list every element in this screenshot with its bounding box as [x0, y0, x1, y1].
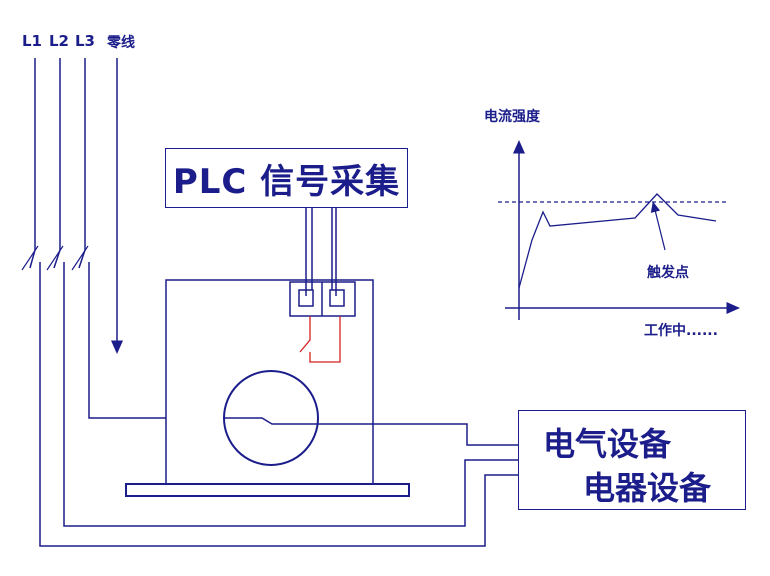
- current-graph: [498, 140, 740, 320]
- trigger-point-label: 触发点: [647, 265, 689, 281]
- wire-break-marks: [21, 245, 89, 271]
- l2-wire: [53, 58, 518, 527]
- plc-box-text: PLC 信号采集: [172, 161, 401, 202]
- l3-label: L3: [75, 32, 95, 50]
- electrical-equipment-box: 电气设备 电器设备: [518, 410, 746, 510]
- device-label-2: 电器设备: [583, 469, 712, 507]
- l2-label: L2: [49, 32, 69, 50]
- relay-contact: [299, 316, 341, 363]
- terminal-left: [298, 289, 314, 307]
- transformer-base: [125, 483, 410, 497]
- neutral-label: 零线: [107, 35, 135, 51]
- plc-signal-box: PLC 信号采集: [165, 148, 408, 208]
- plc-signal-wires: [305, 208, 337, 296]
- trigger-point-arrow: [650, 201, 666, 251]
- conductor-through-ring: [224, 417, 518, 446]
- l1-wire: [29, 58, 518, 547]
- l3-wire: [78, 58, 166, 419]
- graph-xlabel: 工作中......: [644, 323, 718, 339]
- current-curve: [518, 193, 717, 289]
- graph-ylabel: 电流强度: [484, 109, 540, 125]
- l1-label: L1: [22, 32, 42, 50]
- device-label-1: 电气设备: [543, 425, 672, 463]
- terminal-right: [329, 289, 345, 307]
- current-transformer-body: [165, 279, 374, 484]
